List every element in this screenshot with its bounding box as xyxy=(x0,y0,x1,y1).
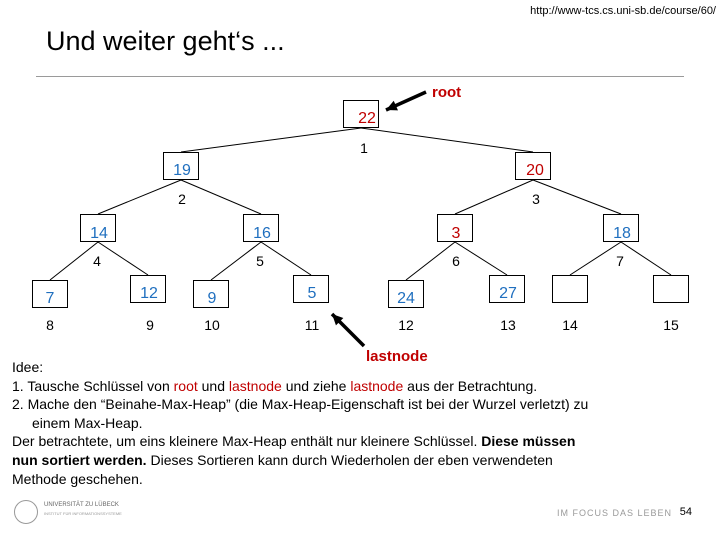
node-index-2: 2 xyxy=(178,191,186,207)
heap-node-9 xyxy=(130,275,166,303)
slide-title: Und weiter geht‘s ... xyxy=(46,26,285,56)
heap-node-13 xyxy=(489,275,525,303)
tree-edge-2-5 xyxy=(180,179,262,215)
node-index-3: 3 xyxy=(532,191,540,207)
node-key-7: 18 xyxy=(613,225,631,242)
node-index-15: 15 xyxy=(663,317,679,333)
tree-edge-1-2 xyxy=(180,127,362,153)
node-key-3: 20 xyxy=(526,162,544,179)
root-label: root xyxy=(432,84,462,101)
idee-heading: Idee: xyxy=(12,359,44,375)
node-key-2: 19 xyxy=(173,162,191,179)
tree-edge-7-14 xyxy=(569,241,622,276)
heap-node-4 xyxy=(80,214,116,242)
node-index-12: 12 xyxy=(398,317,414,333)
heap-node-2 xyxy=(163,152,199,180)
node-index-8: 8 xyxy=(46,317,54,333)
heap-node-1 xyxy=(343,100,379,128)
node-index-11: 11 xyxy=(304,317,320,333)
step-2-cont: einem Max-Heap. xyxy=(32,414,143,431)
paragraph-line-2: nun sortiert werden. Dieses Sortieren ka… xyxy=(12,451,553,468)
logo-line-1: UNIVERSITÄT ZU LÜBECK xyxy=(44,502,119,508)
tree-edge-1-3 xyxy=(360,127,534,153)
lastnode-arrow-icon-head xyxy=(332,314,344,326)
tree-edge-2-4 xyxy=(97,179,182,215)
node-index-4: 4 xyxy=(93,253,101,269)
tree-edge-5-10 xyxy=(210,241,262,281)
heap-node-11 xyxy=(293,275,329,303)
node-key-12: 24 xyxy=(397,290,415,307)
paragraph-line-1: Der betrachtete, um eins kleinere Max-He… xyxy=(12,433,576,450)
node-index-10: 10 xyxy=(204,317,220,333)
node-index-5: 5 xyxy=(256,253,264,269)
root-arrow-icon-head xyxy=(386,100,398,111)
title-rule xyxy=(36,76,684,77)
university-logo: UNIVERSITÄT ZU LÜBECK INSTITUT FÜR INFOR… xyxy=(14,500,164,524)
paragraph-line-3: Methode geschehen. xyxy=(12,470,143,487)
url-text: http://www-tcs.cs.uni-sb.de/course/60/ xyxy=(530,5,716,17)
node-index-14: 14 xyxy=(562,317,578,333)
heap-node-12 xyxy=(388,280,424,308)
heap-node-6 xyxy=(437,214,473,242)
tree-edge-7-15 xyxy=(620,241,672,276)
heap-node-5 xyxy=(243,214,279,242)
node-key-9: 12 xyxy=(140,285,158,302)
step-1: 1. Tausche Schlüssel von root und lastno… xyxy=(12,377,538,394)
heap-node-15 xyxy=(653,275,689,303)
body-text: Idee: 1. Tausche Schlüssel von root und … xyxy=(12,358,712,488)
node-key-8: 7 xyxy=(45,290,55,307)
tree-edge-5-11 xyxy=(260,241,312,276)
seal-icon xyxy=(14,500,38,524)
tree-edge-6-13 xyxy=(454,241,508,276)
heap-node-3 xyxy=(515,152,551,180)
node-key-13: 27 xyxy=(499,285,517,302)
node-index-7: 7 xyxy=(616,253,624,269)
tree-edge-6-12 xyxy=(405,241,456,281)
tree-edge-3-7 xyxy=(532,179,622,215)
tree-edge-4-9 xyxy=(97,241,149,276)
page-number: 54 xyxy=(679,506,692,518)
node-index-13: 13 xyxy=(500,317,516,333)
tree-edge-3-6 xyxy=(454,179,534,215)
node-index-1: 1 xyxy=(360,140,368,156)
heap-node-10 xyxy=(193,280,229,308)
step-2: 2. Mache den “Beinahe-Max-Heap” (die Max… xyxy=(12,396,589,413)
node-key-1: 22 xyxy=(358,110,376,127)
node-index-9: 9 xyxy=(146,317,154,333)
node-key-5: 16 xyxy=(253,225,271,242)
node-index-6: 6 xyxy=(452,253,460,269)
logo-line-2: INSTITUT FÜR INFORMATIONSSYSTEME xyxy=(44,511,122,516)
tree-edge-4-8 xyxy=(49,241,99,281)
heap-node-7 xyxy=(603,214,639,242)
heap-node-8 xyxy=(32,280,68,308)
heap-node-14 xyxy=(552,275,588,303)
node-key-4: 14 xyxy=(90,225,108,242)
node-key-11: 5 xyxy=(307,285,317,302)
slogan: IM FOCUS DAS LEBEN xyxy=(556,508,672,518)
node-key-10: 9 xyxy=(207,290,217,307)
lastnode-label: lastnode xyxy=(366,348,428,365)
node-key-6: 3 xyxy=(451,225,461,242)
